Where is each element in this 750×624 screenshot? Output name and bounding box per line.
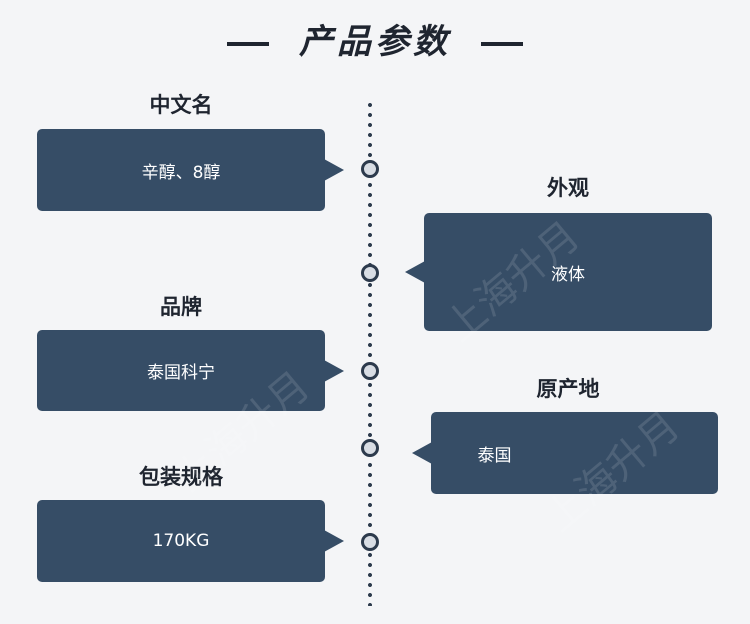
param-label: 原产地 [536, 377, 600, 401]
param-value: 170KG [152, 531, 210, 551]
param-box: 170KG [37, 500, 344, 582]
title-dash-right [481, 41, 523, 46]
timeline-node [361, 533, 379, 551]
pointer-icon [324, 530, 344, 552]
param-value: 辛醇、8醇 [141, 162, 221, 183]
timeline-node [361, 439, 379, 457]
param-box: 辛醇、8醇 [37, 129, 344, 211]
title-dash-left [227, 41, 269, 46]
param-value: 泰国科宁 [147, 363, 215, 383]
title-text: 产品参数 [299, 22, 451, 62]
param-box: 泰国科宁 [37, 330, 344, 411]
param-value: 泰国 [477, 445, 512, 466]
param-box: 液体 [405, 213, 712, 331]
param-label: 品牌 [160, 295, 202, 319]
timeline-line [368, 100, 372, 606]
pointer-icon [405, 261, 425, 283]
param-label: 中文名 [149, 93, 213, 117]
pointer-icon [324, 159, 344, 181]
param-value: 液体 [551, 264, 585, 285]
pointer-icon [412, 442, 432, 464]
page-title: 产品参数 [0, 14, 750, 63]
param-label: 包装规格 [139, 465, 223, 489]
pointer-icon [324, 359, 344, 382]
timeline-node [361, 362, 379, 380]
timeline-node [361, 264, 379, 282]
param-label: 外观 [547, 176, 589, 200]
param-box: 泰国 [412, 412, 718, 494]
timeline-node [361, 160, 379, 178]
